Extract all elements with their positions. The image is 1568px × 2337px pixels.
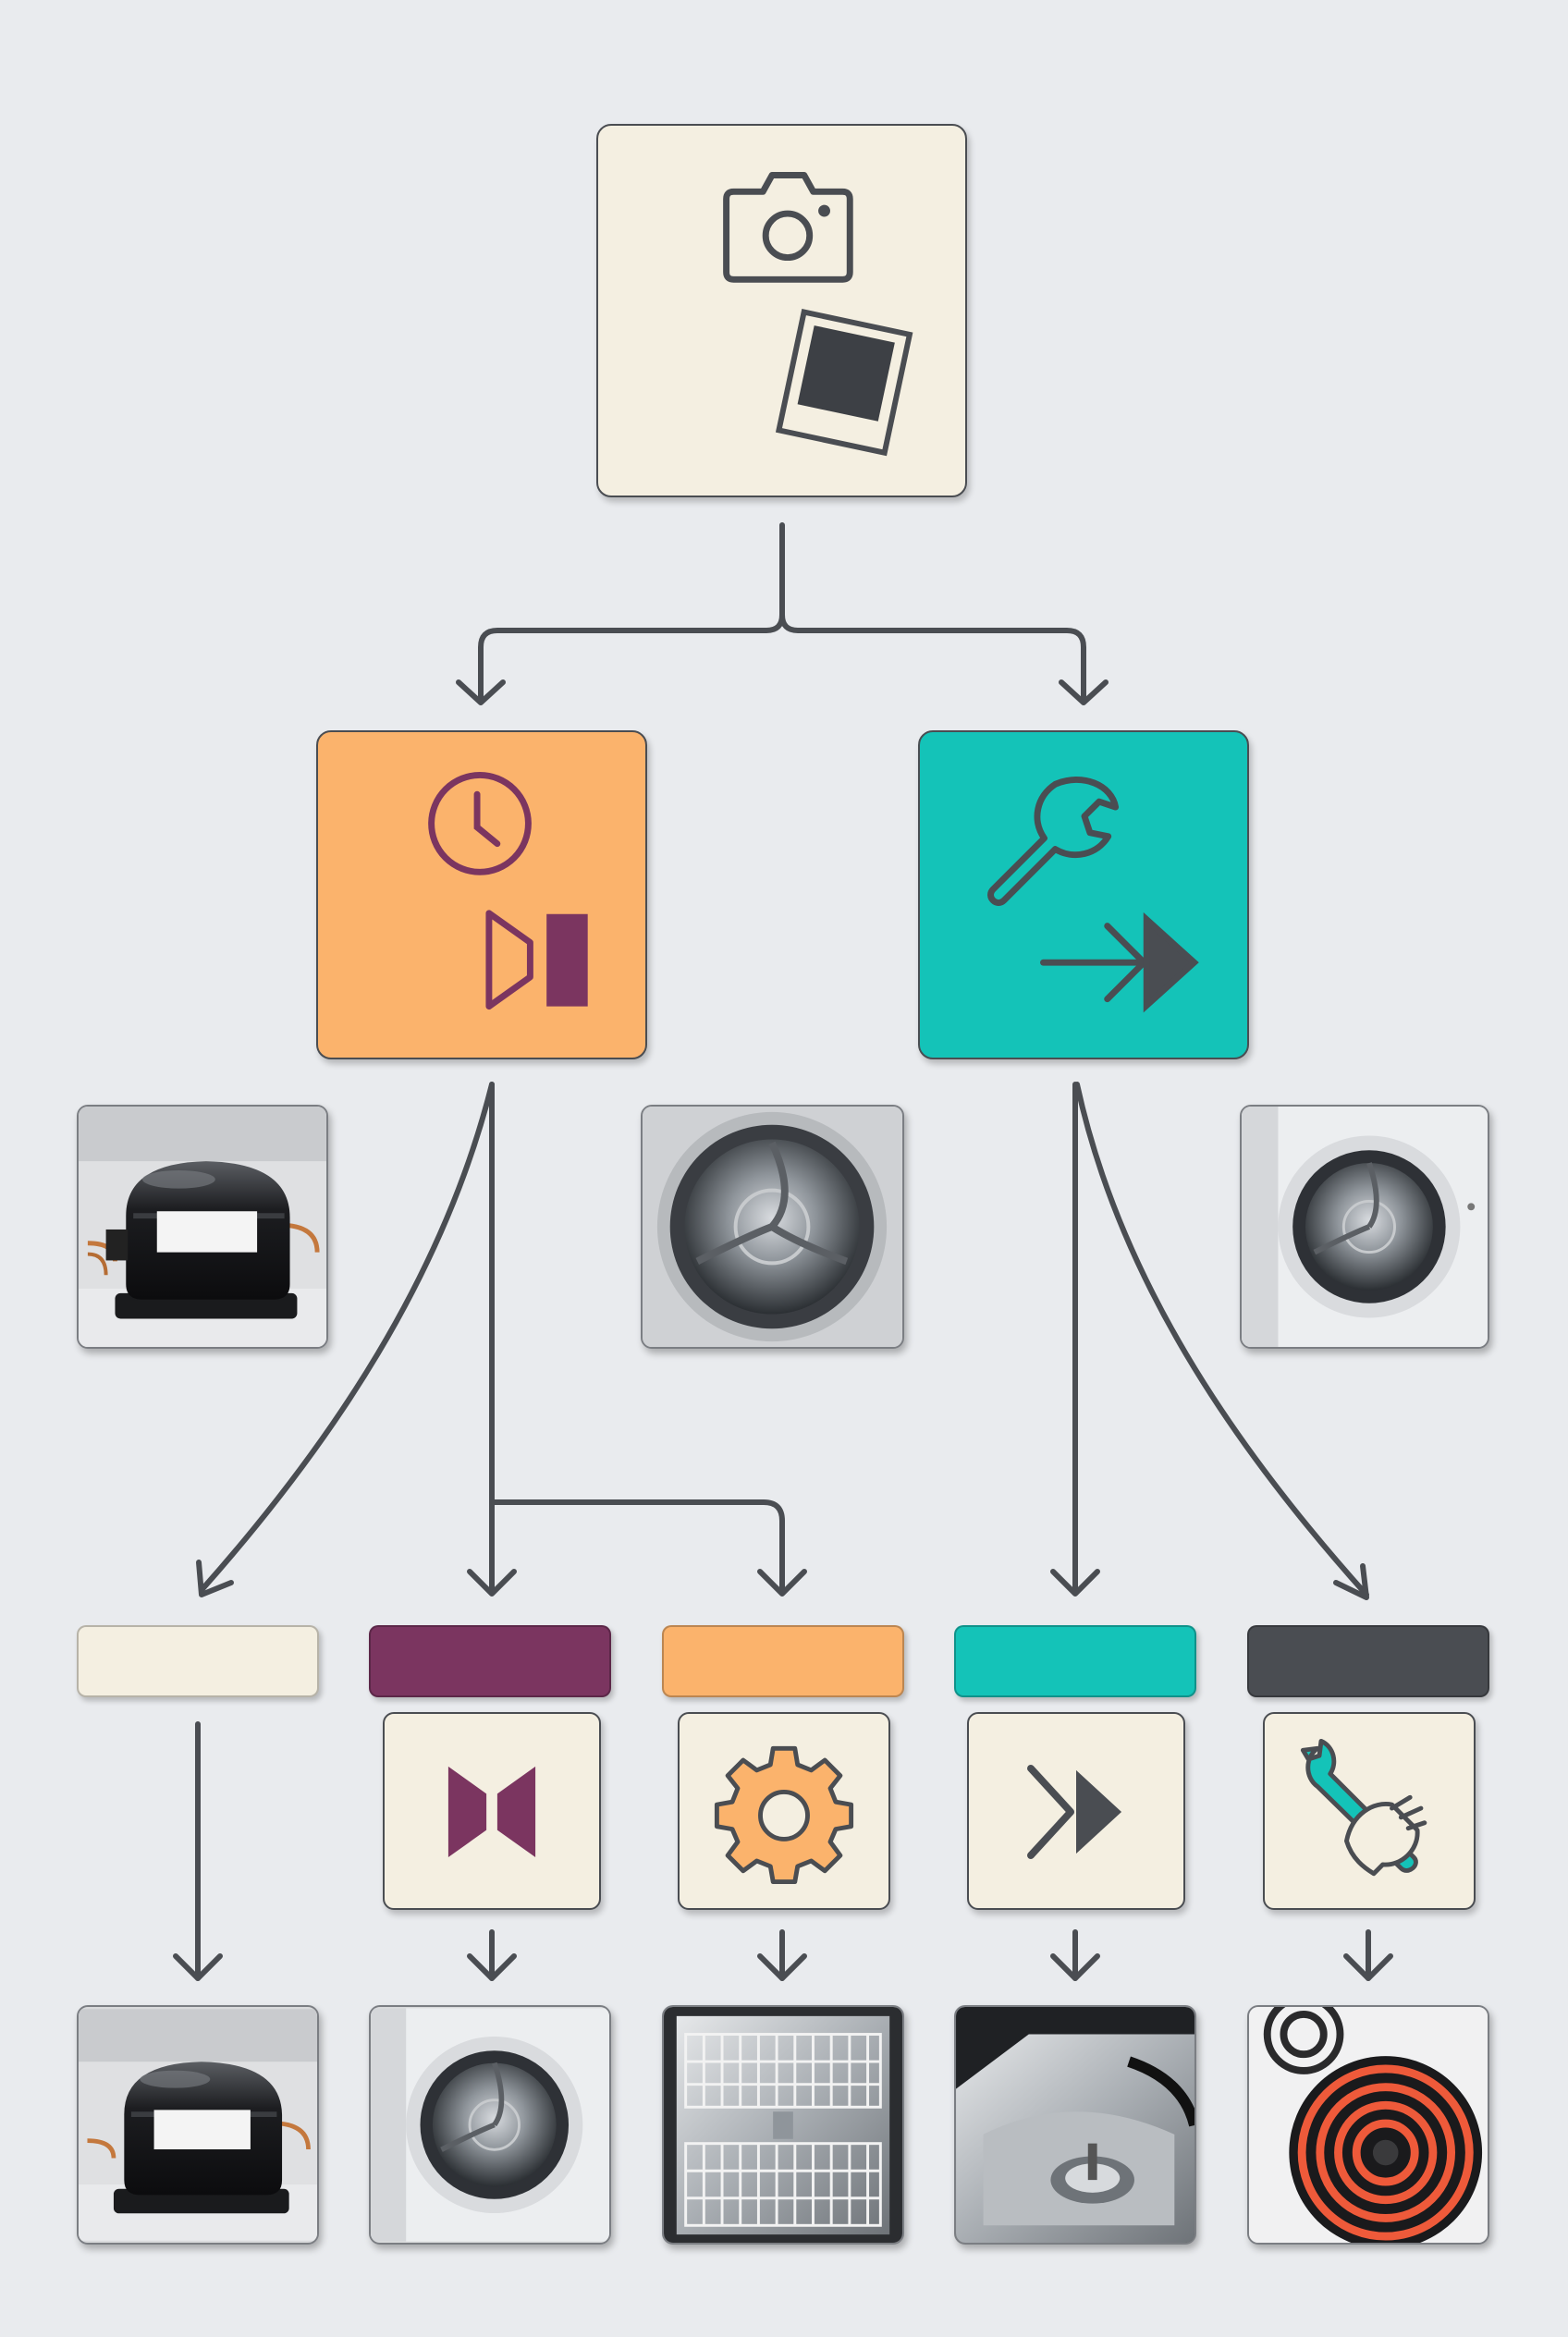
root-icons [723,172,913,457]
dishwasher-interior-photo [662,2005,904,2245]
bowtie-tile[interactable] [383,1712,601,1910]
step-forward-icon [485,910,588,1010]
category-bar-4[interactable] [954,1625,1196,1697]
hand-wrench-tile[interactable] [1263,1712,1476,1910]
hand-wrench-icon [1300,1738,1427,1877]
electric-stove-coil-photo [1247,2005,1489,2245]
category-bar-3[interactable] [662,1625,904,1697]
gear-icon [714,1745,854,1884]
fast-forward-icon [1027,1764,1122,1860]
washing-machine-drum-photo [641,1105,904,1349]
fast-forward-tile[interactable] [967,1712,1185,1910]
camera-icon [723,172,853,283]
refrigerator-compressor-photo [77,1105,328,1349]
category-bar-5[interactable] [1247,1625,1489,1697]
right-branch-node[interactable] [918,730,1249,1059]
clock-icon [428,772,532,875]
front-load-washer-photo-bottom [369,2005,611,2245]
wrench-icon [987,777,1120,906]
category-bar-1[interactable] [77,1625,319,1697]
category-bar-2[interactable] [369,1625,611,1697]
root-node[interactable] [596,124,967,497]
left-branch-node[interactable] [316,730,647,1059]
bowtie-icon [447,1766,536,1858]
sink-drain-photo [954,2005,1196,2245]
left-branch-icons [428,772,588,1010]
front-load-washer-photo [1240,1105,1489,1349]
photo-print-icon [775,309,913,457]
arrow-right-icon [1040,912,1199,1013]
right-branch-icons [987,777,1199,1013]
refrigerator-compressor-photo-bottom [77,2005,319,2245]
gear-tile[interactable] [678,1712,890,1910]
